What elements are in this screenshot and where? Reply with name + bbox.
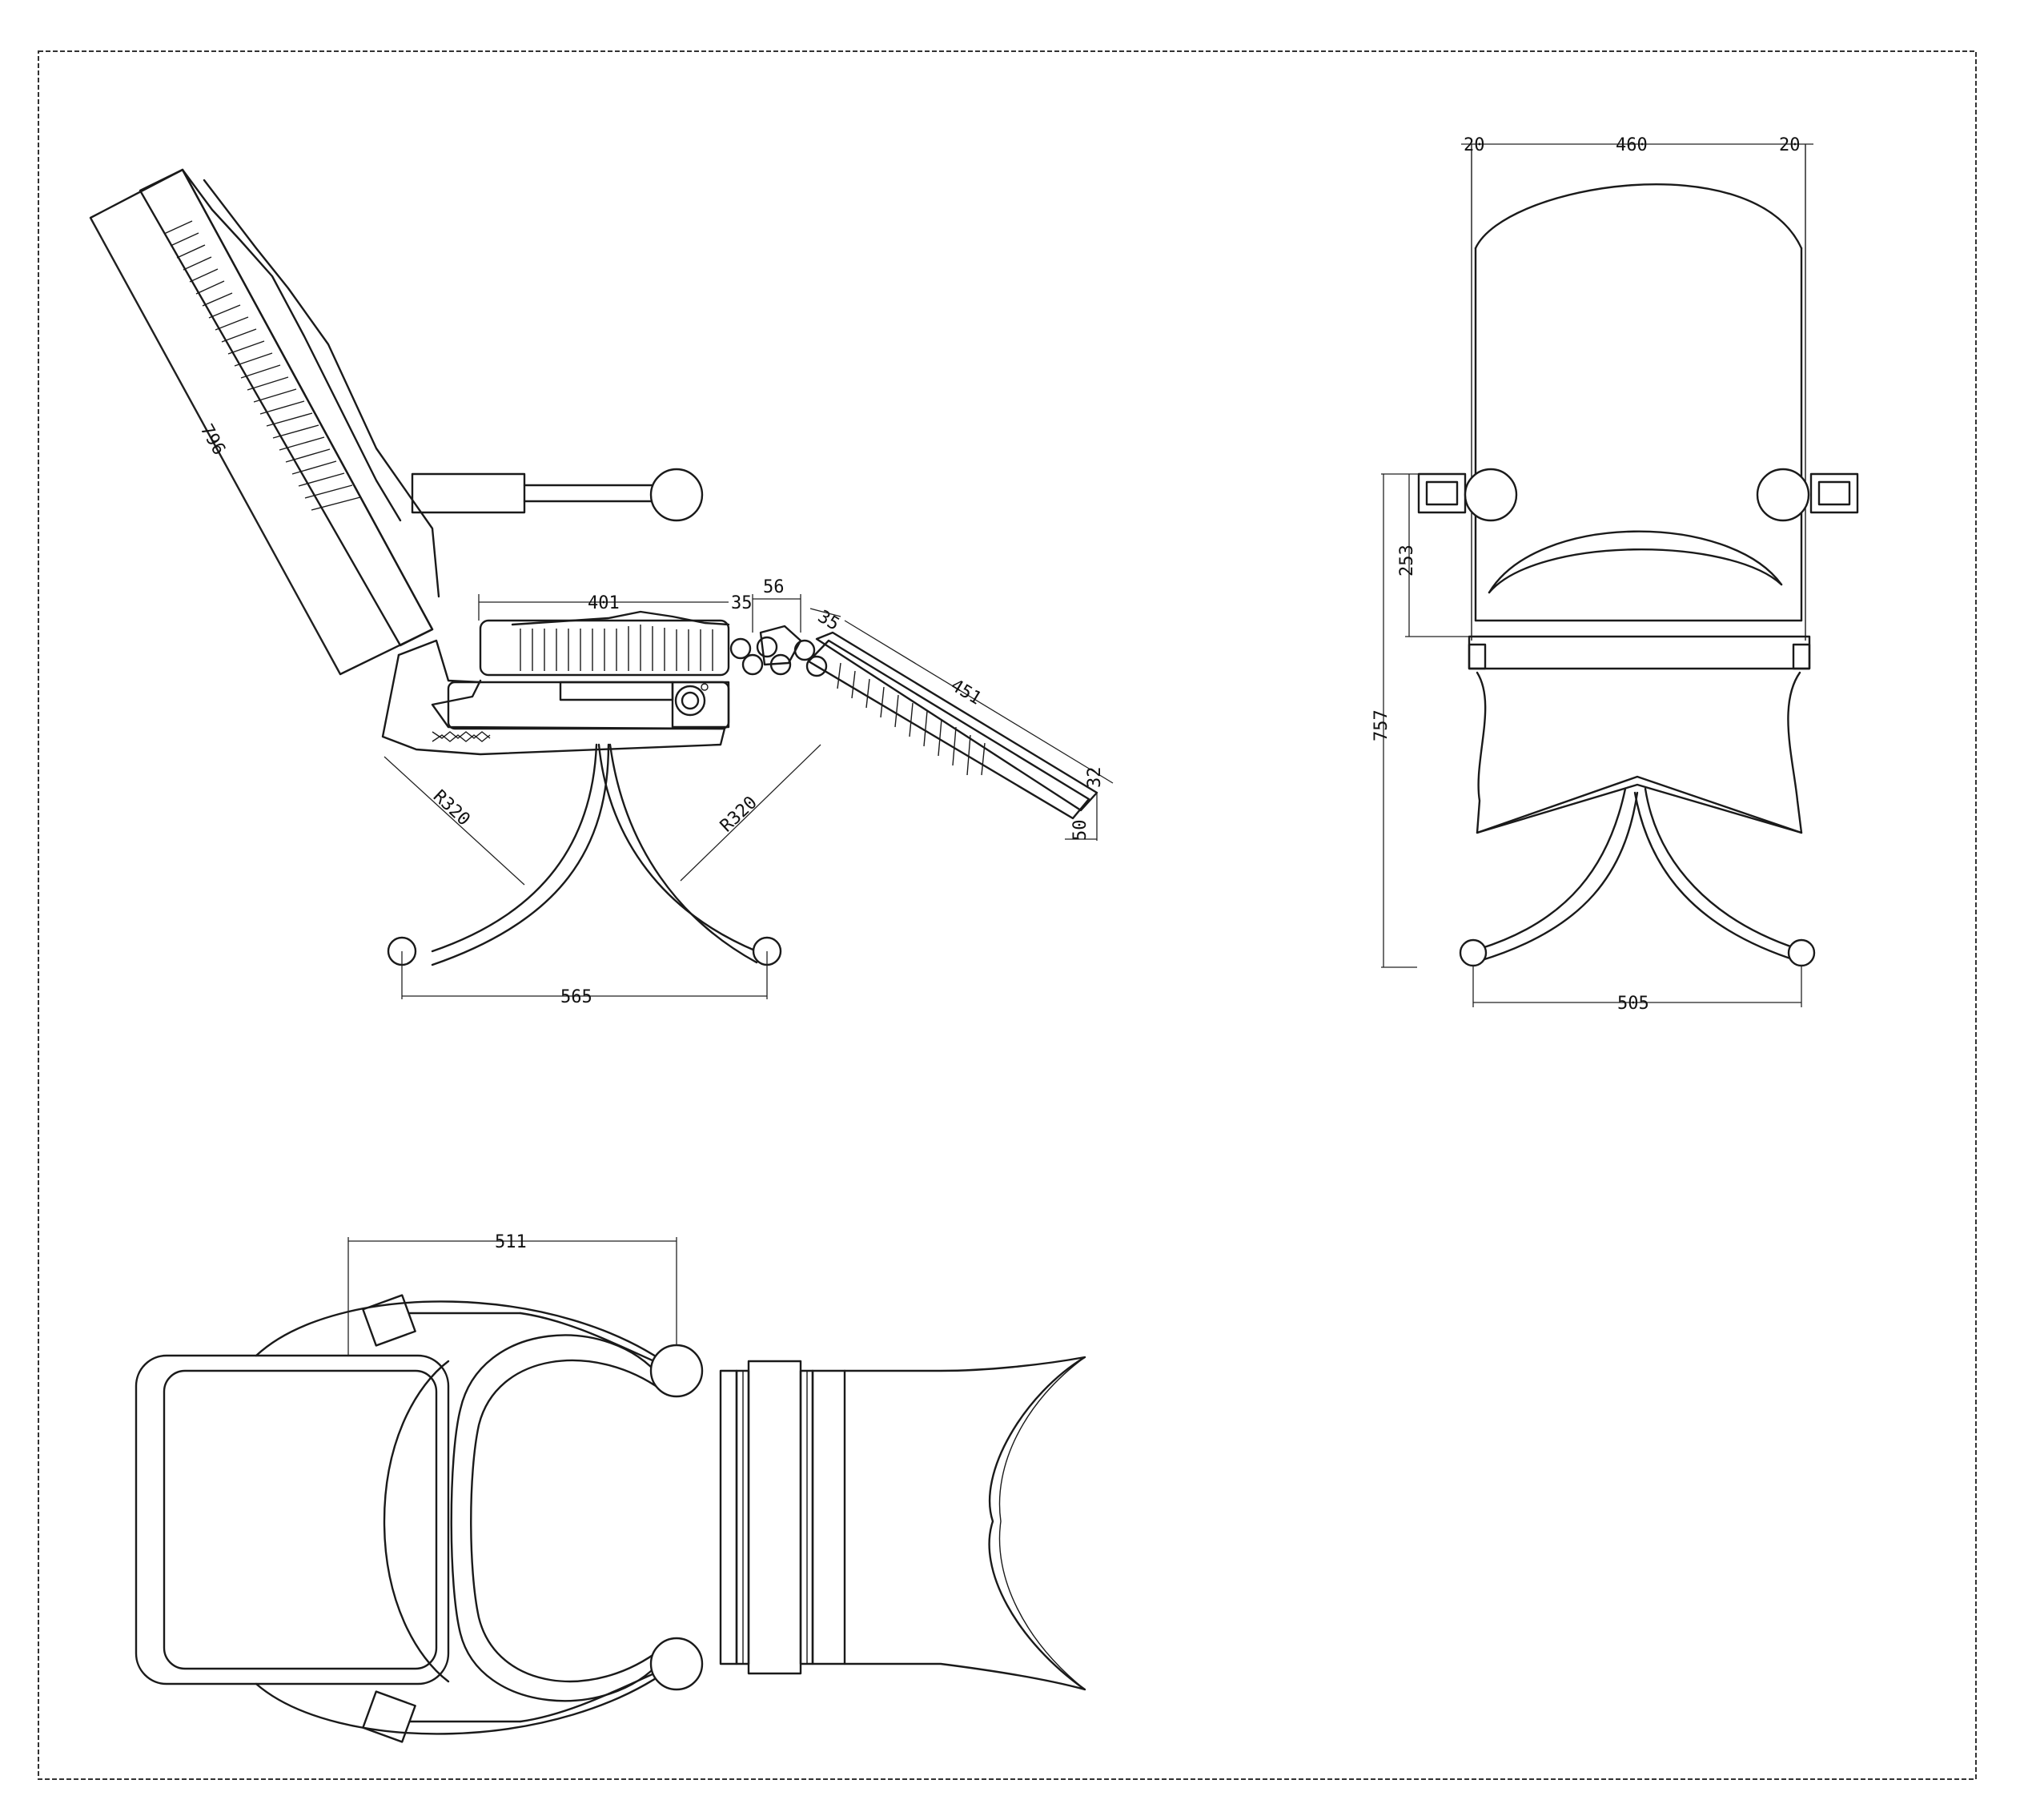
dim-footrest-thickness-b: 50 bbox=[1070, 820, 1090, 842]
seat-springs bbox=[520, 625, 713, 671]
seat-cushion bbox=[479, 610, 730, 677]
front-seat bbox=[1468, 619, 1811, 834]
front-dimensions: 20 460 20 253 757 505 bbox=[1371, 135, 1813, 1014]
dim-footrest-thickness-a: 32 bbox=[1085, 767, 1105, 789]
dim-front-base-width: 505 bbox=[1617, 994, 1649, 1014]
dim-front-armrest-height: 253 bbox=[1397, 544, 1417, 577]
front-view: 20 460 20 253 757 505 bbox=[1371, 135, 1859, 1014]
front-armrests bbox=[1417, 468, 1859, 522]
legs bbox=[387, 743, 782, 966]
top-armrest-knob-upper bbox=[649, 1344, 704, 1398]
backrest-springs bbox=[163, 220, 361, 511]
side-view: 796 401 35 56 35 451 32 50 R320 R320 bbox=[89, 168, 1114, 1007]
backrest bbox=[89, 168, 440, 676]
top-view: 511 bbox=[135, 1232, 1086, 1743]
dim-leg-radius-left: R320 bbox=[429, 786, 474, 830]
dim-backrest-length: 796 bbox=[196, 421, 229, 459]
dim-front-side-left: 20 bbox=[1464, 135, 1485, 155]
front-foot-right bbox=[1787, 938, 1816, 967]
sheet-frame bbox=[38, 50, 1977, 1780]
dim-hinge-gap-a: 35 bbox=[731, 593, 753, 613]
armrest-knob bbox=[649, 468, 704, 522]
front-foot-left bbox=[1459, 938, 1488, 967]
top-dimensions: 511 bbox=[347, 1232, 677, 1356]
hinge-links bbox=[729, 625, 828, 677]
dim-front-side-right: 20 bbox=[1779, 135, 1801, 155]
side-dimensions: 796 401 35 56 35 451 32 50 R320 R320 bbox=[90, 217, 1114, 1007]
dim-base-span: 565 bbox=[560, 987, 592, 1007]
top-seat-ring bbox=[383, 1334, 704, 1702]
top-armrest-knob-lower bbox=[649, 1637, 704, 1691]
dim-footrest-length: 451 bbox=[947, 676, 985, 709]
top-footrest bbox=[811, 1356, 1086, 1691]
dim-front-total-height: 757 bbox=[1371, 709, 1392, 741]
dim-hinge-gap-b: 56 bbox=[763, 577, 785, 597]
dim-leg-radius-right: R320 bbox=[717, 793, 761, 836]
top-seat bbox=[719, 1360, 814, 1675]
front-backrest bbox=[1471, 144, 1806, 641]
armrest bbox=[411, 468, 704, 522]
dim-top-armrest-span: 511 bbox=[495, 1232, 527, 1252]
front-legs bbox=[1459, 787, 1816, 967]
dim-seat-length: 401 bbox=[588, 593, 620, 613]
seat-frame bbox=[381, 639, 730, 756]
top-backrest bbox=[135, 1354, 450, 1685]
dim-front-inner-width: 460 bbox=[1616, 135, 1648, 155]
front-armrest-knob-left bbox=[1464, 468, 1518, 522]
front-armrest-knob-right bbox=[1756, 468, 1810, 522]
footrest bbox=[807, 631, 1098, 820]
footrest-springs bbox=[837, 662, 986, 776]
